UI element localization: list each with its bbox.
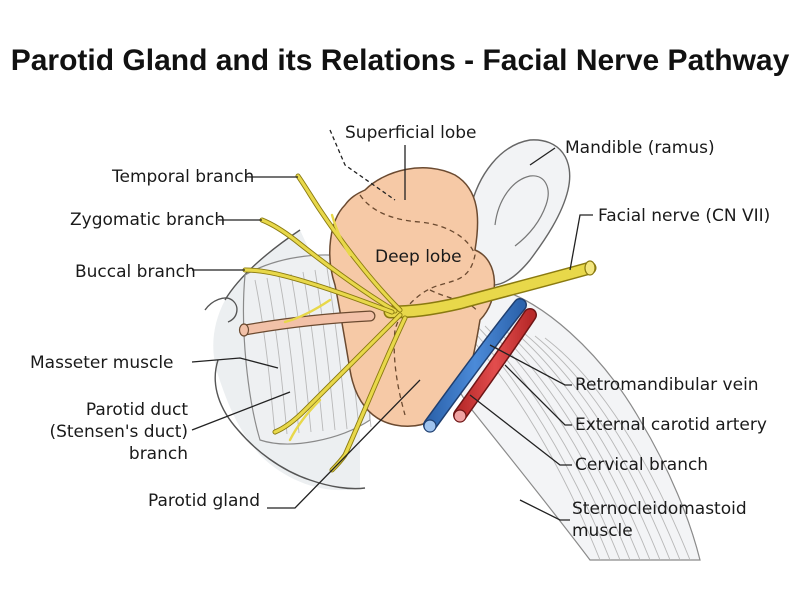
label-temporal-branch: Temporal branch — [111, 167, 254, 187]
scm-fiber — [544, 337, 691, 561]
scm-fiber — [524, 333, 671, 561]
scm-fiber — [494, 327, 641, 561]
label-parotid-duct-3: branch — [129, 444, 188, 464]
labels: Superficial lobe Deep lobe Mandible (ram… — [30, 123, 770, 541]
label-superficial-lobe: Superficial lobe — [345, 123, 477, 143]
label-scm-1: Sternocleidomastoid — [572, 499, 747, 519]
scm-fiber — [514, 331, 661, 561]
label-external-carotid: External carotid artery — [575, 415, 767, 435]
label-facial-nerve: Facial nerve (CN VII) — [598, 206, 770, 226]
label-zygomatic-branch: Zygomatic branch — [70, 210, 225, 230]
scm-fiber — [504, 329, 651, 561]
label-cervical-branch: Cervical branch — [575, 455, 708, 475]
label-parotid-duct-2: (Stensen's duct) — [49, 422, 188, 442]
masseter-fiber — [302, 271, 324, 432]
masseter-fiber — [314, 269, 336, 431]
scm-fiber — [534, 335, 681, 561]
label-scm-2: muscle — [572, 521, 633, 541]
masseter-fiber — [254, 279, 276, 436]
masseter-fiber — [266, 277, 288, 435]
label-mandible: Mandible (ramus) — [565, 138, 715, 158]
facial-nerve — [383, 260, 597, 319]
label-parotid-duct-1: Parotid duct — [86, 400, 188, 420]
external-carotid-artery — [453, 308, 537, 423]
label-masseter-muscle: Masseter muscle — [30, 353, 174, 373]
leader-lines — [191, 129, 593, 521]
retromandibular-vein — [423, 298, 527, 433]
masseter-fiber — [290, 273, 312, 433]
label-buccal-branch: Buccal branch — [75, 262, 196, 282]
parotid-duct — [238, 310, 376, 337]
label-deep-lobe: Deep lobe — [375, 247, 462, 267]
label-retromandibular-vein: Retromandibular vein — [575, 375, 759, 395]
diagram-title: Parotid Gland and its Relations - Facial… — [11, 44, 790, 77]
label-parotid-gland: Parotid gland — [148, 491, 260, 511]
